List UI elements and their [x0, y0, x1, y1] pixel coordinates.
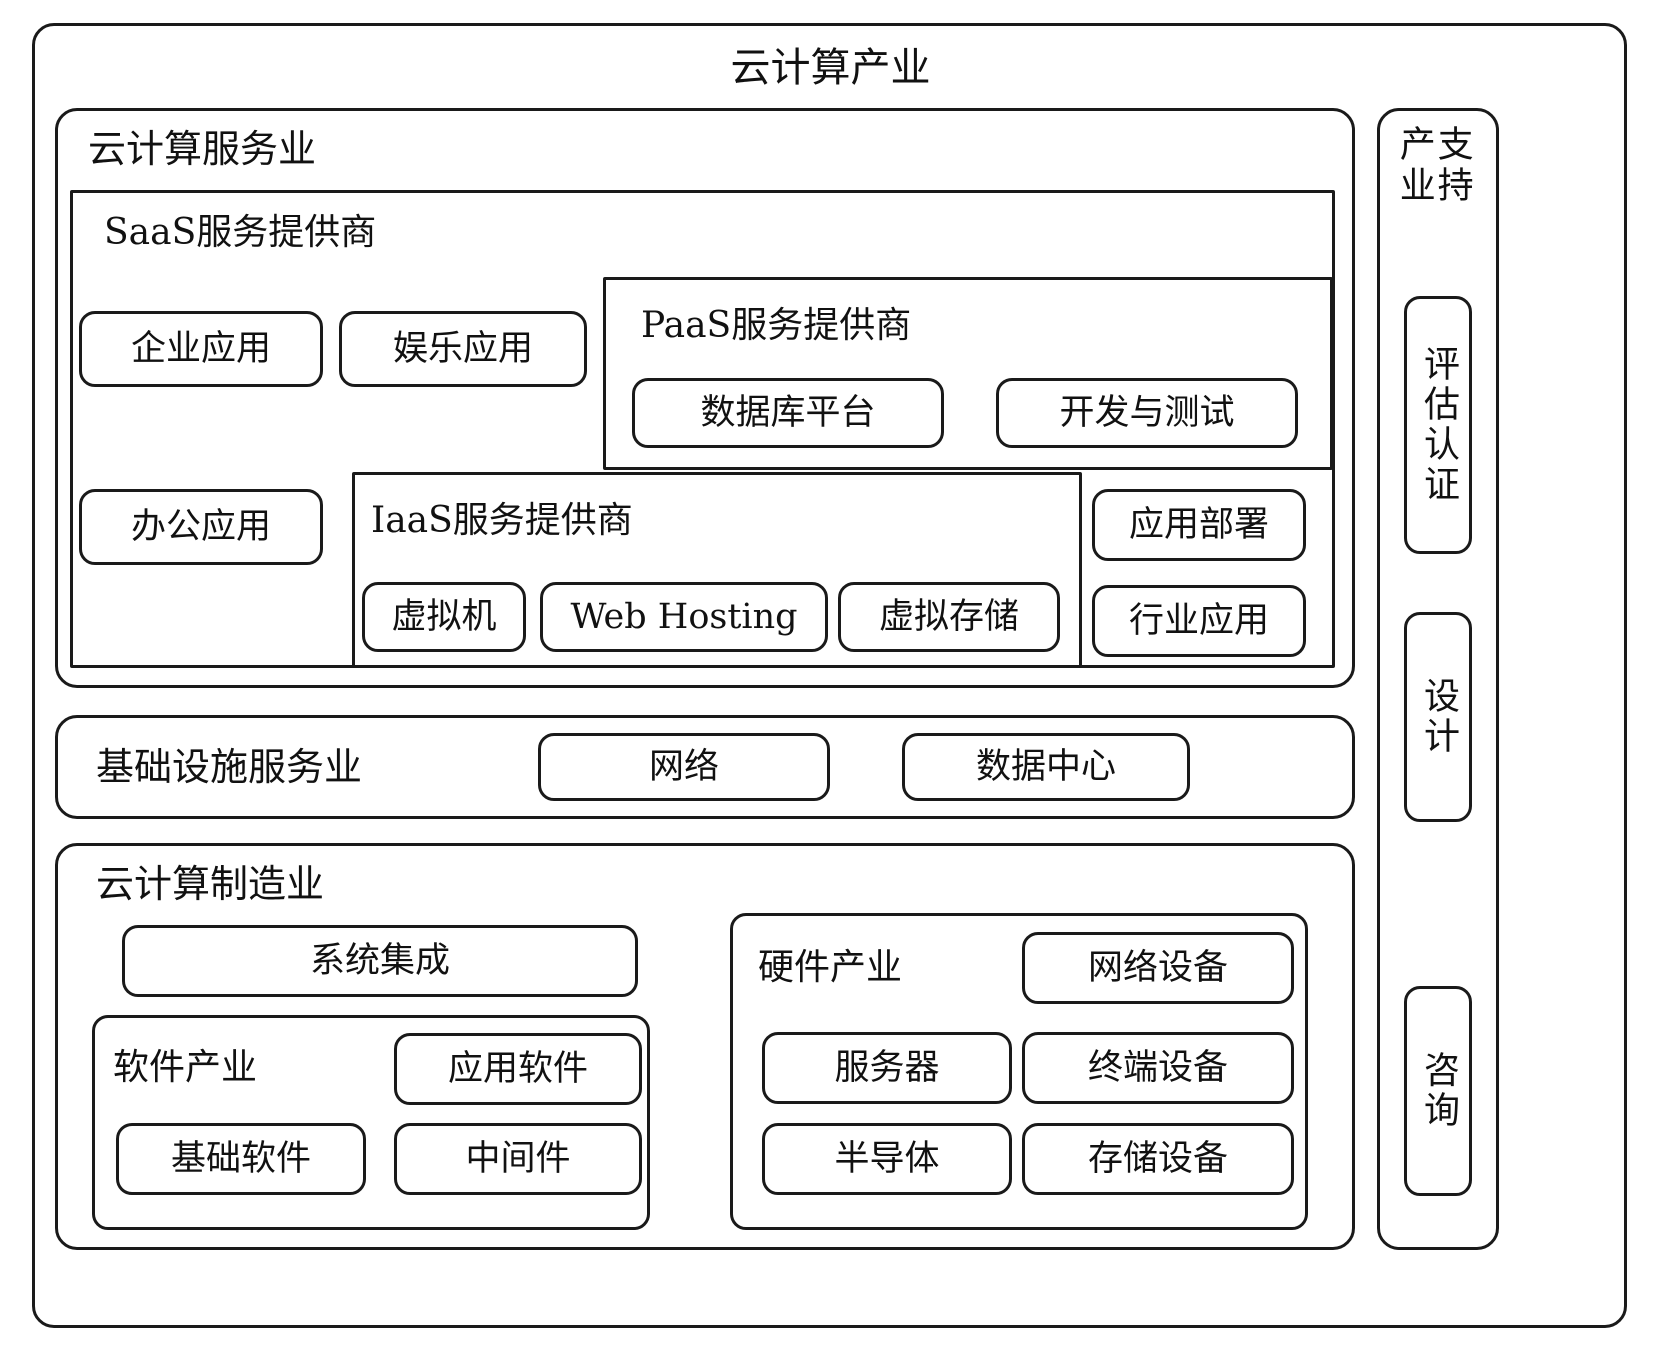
- leaf-database-platform[interactable]: 数据库平台: [632, 378, 944, 448]
- subsection-saas-provider-title: SaaS服务提供商: [104, 212, 377, 253]
- section-cloud-manufacturing-industry-title: 云计算制造业: [96, 862, 325, 906]
- leaf-office-application[interactable]: 办公应用: [79, 489, 323, 565]
- leaf-basic-software[interactable]: 基础软件: [116, 1123, 366, 1195]
- leaf-semiconductor[interactable]: 半导体: [762, 1123, 1012, 1195]
- leaf-server[interactable]: 服务器: [762, 1032, 1012, 1104]
- leaf-middleware[interactable]: 中间件: [394, 1123, 642, 1195]
- leaf-virtual-storage[interactable]: 虚拟存储: [838, 582, 1060, 652]
- leaf-entertainment-application[interactable]: 娱乐应用: [339, 311, 587, 387]
- page-title: 云计算产业: [0, 48, 1661, 88]
- leaf-network[interactable]: 网络: [538, 733, 830, 801]
- leaf-design[interactable]: 设计: [1404, 612, 1472, 822]
- leaf-enterprise-application[interactable]: 企业应用: [79, 311, 323, 387]
- leaf-application-deployment[interactable]: 应用部署: [1092, 489, 1306, 561]
- subsection-iaas-provider-title: IaaS服务提供商: [371, 500, 633, 541]
- section-infrastructure-service-industry-title: 基础设施服务业: [96, 745, 363, 789]
- leaf-storage-equipment[interactable]: 存储设备: [1022, 1123, 1294, 1195]
- support-title-line2: 产业: [1393, 125, 1435, 207]
- leaf-assessment-certification[interactable]: 评估认证: [1404, 296, 1472, 554]
- leaf-application-software[interactable]: 应用软件: [394, 1033, 642, 1105]
- page-title-text: 云计算产业: [730, 45, 931, 91]
- leaf-industry-application[interactable]: 行业应用: [1092, 585, 1306, 657]
- leaf-terminal-equipment[interactable]: 终端设备: [1022, 1032, 1294, 1104]
- subsection-software-industry-title: 软件产业: [113, 1047, 258, 1088]
- section-support-industry-title: 支持 产业: [1393, 125, 1473, 245]
- leaf-system-integration[interactable]: 系统集成: [122, 925, 638, 997]
- leaf-web-hosting[interactable]: Web Hosting: [540, 582, 828, 652]
- subsection-paas-provider-title: PaaS服务提供商: [641, 305, 912, 346]
- leaf-network-equipment[interactable]: 网络设备: [1022, 932, 1294, 1004]
- section-cloud-service-industry-title: 云计算服务业: [88, 127, 317, 171]
- leaf-dev-and-test[interactable]: 开发与测试: [996, 378, 1298, 448]
- support-title-line1: 支持: [1431, 125, 1473, 207]
- subsection-hardware-industry-title: 硬件产业: [758, 947, 903, 988]
- leaf-virtual-machine[interactable]: 虚拟机: [362, 582, 526, 652]
- leaf-consulting[interactable]: 咨询: [1404, 986, 1472, 1196]
- leaf-data-center[interactable]: 数据中心: [902, 733, 1190, 801]
